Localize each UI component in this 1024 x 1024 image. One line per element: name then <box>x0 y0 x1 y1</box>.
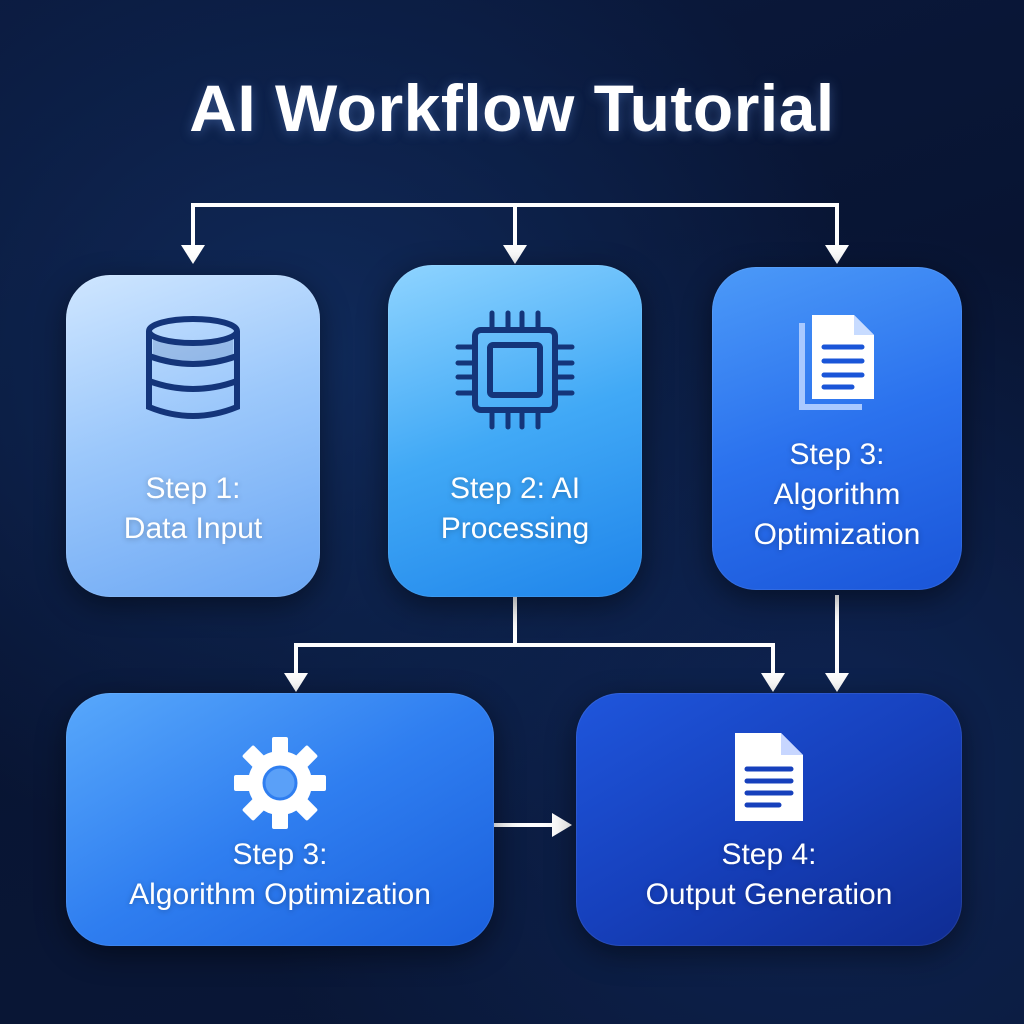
gear-icon <box>230 733 330 833</box>
arrowhead <box>552 813 572 837</box>
step-2-number: Step 2: AI <box>449 472 581 505</box>
step-1-card[interactable]: Step 1: Data Input <box>66 275 320 597</box>
step-4-title: Output Generation <box>645 878 893 911</box>
step-3-top-number: Step 3: <box>789 438 885 471</box>
step-2-label: Step 2: AI Processing <box>388 469 642 549</box>
step-3-bottom-number: Step 3: <box>232 838 328 871</box>
arrowhead <box>825 245 849 264</box>
arrowhead <box>825 673 849 692</box>
document-icon <box>729 729 809 825</box>
step-2-title: Processing <box>440 512 590 545</box>
step-1-title: Data Input <box>123 512 263 545</box>
step-3-bottom-title: Algorithm Optimization <box>129 878 431 911</box>
step-3-top-label: Step 3: Algorithm Optimization <box>712 435 962 555</box>
arrowhead <box>284 673 308 692</box>
step-2-card[interactable]: Step 2: AI Processing <box>388 265 642 597</box>
step-4-card[interactable]: Step 4: Output Generation <box>576 693 962 946</box>
step-1-number: Step 1: <box>145 472 241 505</box>
step-3-top-title-line-2: Optimization <box>753 518 921 551</box>
step-4-label: Step 4: Output Generation <box>576 835 962 915</box>
step-4-number: Step 4: <box>721 838 817 871</box>
step-3-bottom-label: Step 3: Algorithm Optimization <box>66 835 494 915</box>
arrowhead <box>181 245 205 264</box>
step-1-label: Step 1: Data Input <box>66 469 320 549</box>
database-icon <box>143 315 243 423</box>
step-3-bottom-card[interactable]: Step 3: Algorithm Optimization <box>66 693 494 946</box>
arrowhead <box>503 245 527 264</box>
step-3-top-card[interactable]: Step 3: Algorithm Optimization <box>712 267 962 590</box>
diagram-title: AI Workflow Tutorial <box>189 71 835 145</box>
document-stack-icon <box>792 311 882 411</box>
cpu-chip-icon <box>450 305 580 435</box>
arrowhead <box>761 673 785 692</box>
step-3-top-title-line-1: Algorithm <box>773 478 901 511</box>
